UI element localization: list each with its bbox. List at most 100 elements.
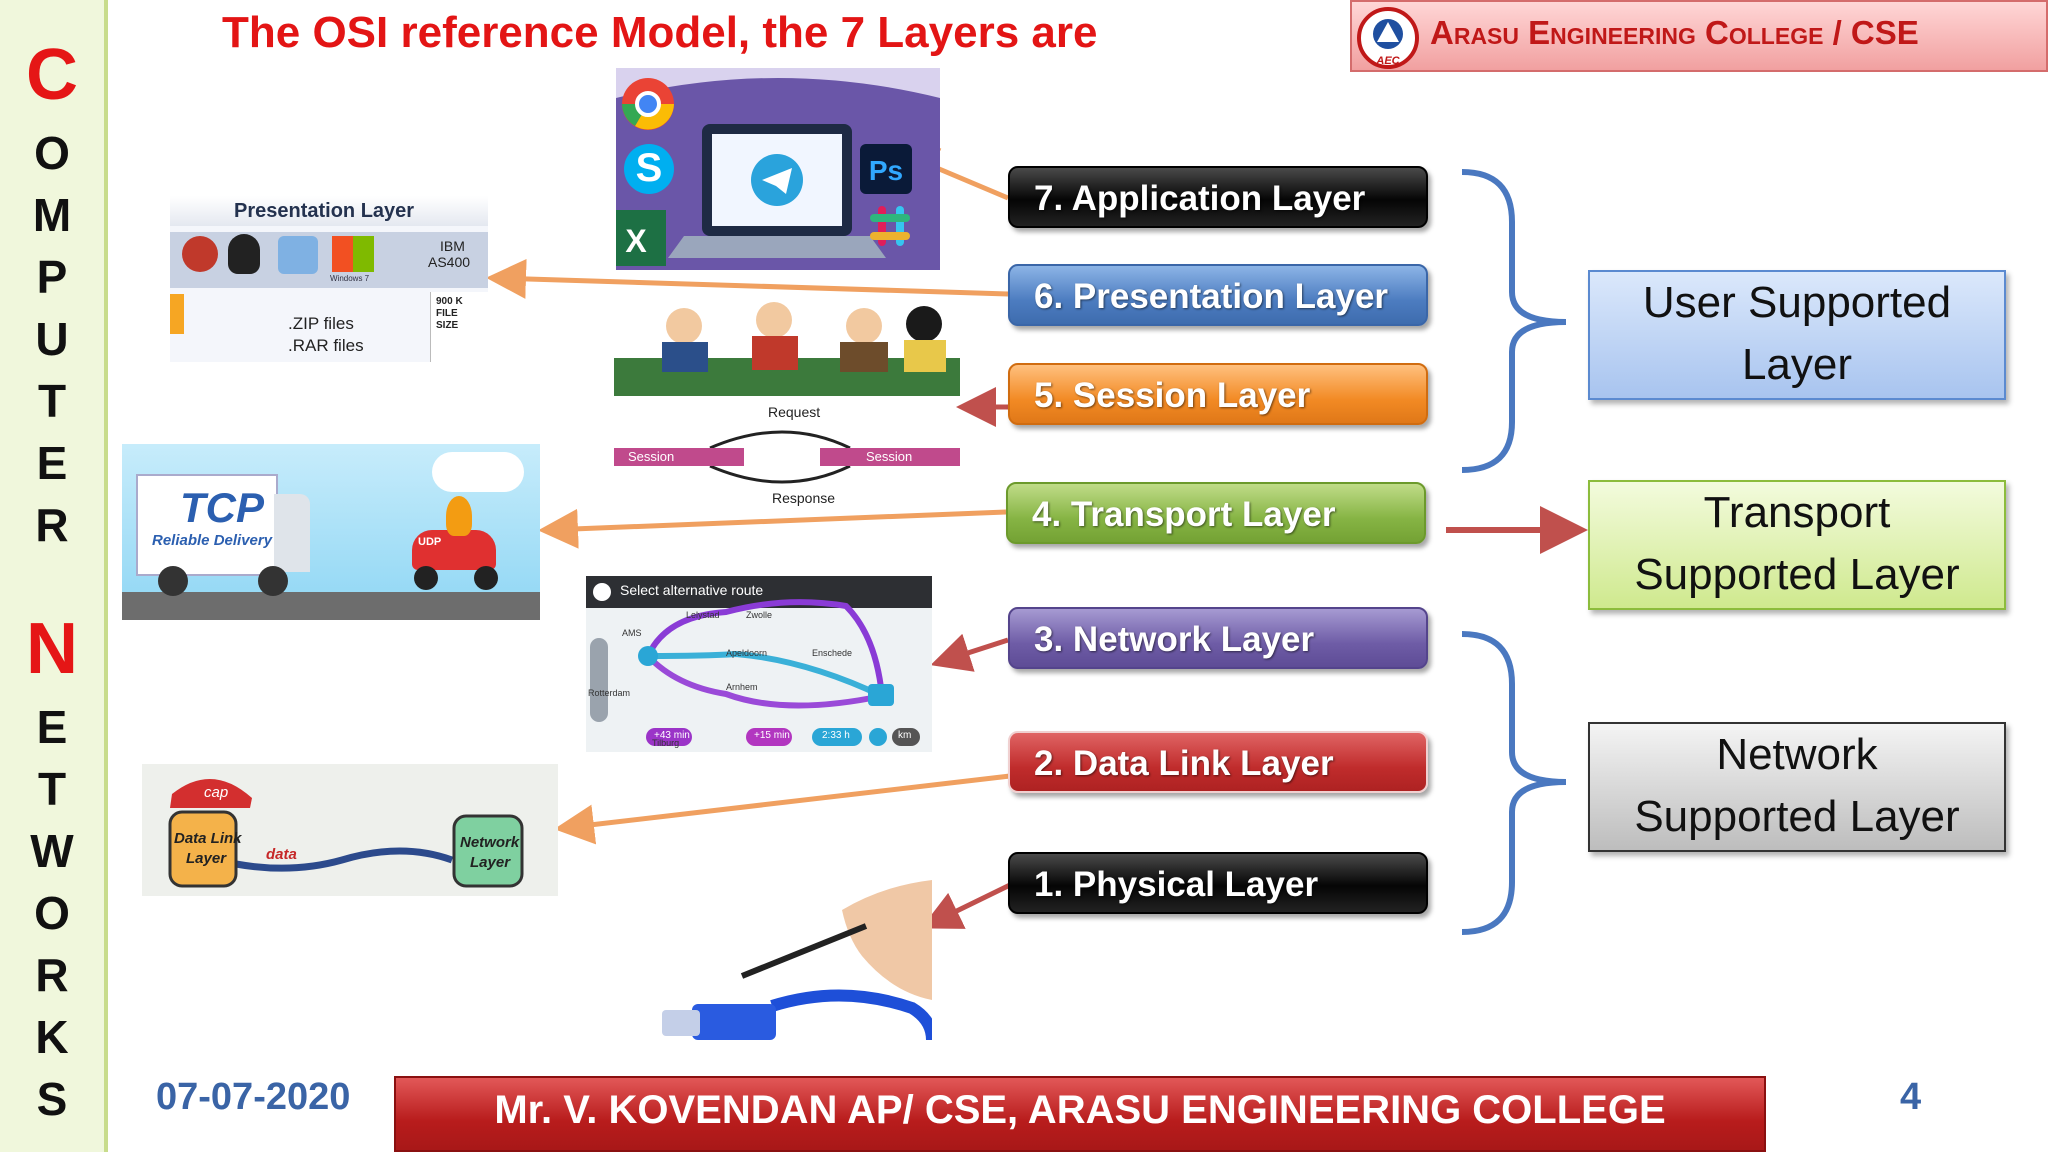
layer-1-physical: 1. Physical Layer — [1008, 852, 1428, 914]
session-request-response-diagram: Request Response Session Session — [614, 404, 960, 510]
destination-icon — [868, 684, 894, 706]
city-label: Lelystad — [686, 610, 720, 620]
slide-date: 07-07-2020 — [156, 1076, 351, 1118]
sidebar-letter: R — [35, 499, 69, 551]
redhat-icon — [182, 236, 218, 272]
city-label: Enschede — [812, 648, 853, 658]
meeting-people-illustration — [614, 302, 960, 396]
page-number: 4 — [1900, 1076, 1922, 1118]
layer-6-presentation: 6. Presentation Layer — [1008, 264, 1428, 326]
hand-icon — [842, 880, 932, 1000]
cap-icon — [170, 778, 252, 808]
group-label: Layer — [1741, 340, 1853, 389]
svg-text:X: X — [625, 223, 647, 259]
city-label: Zwolle — [746, 610, 773, 620]
route-title: Select alternative route — [620, 582, 764, 598]
tcp-label: TCP — [180, 484, 264, 531]
size-label: FILE — [436, 308, 458, 319]
size-label: SIZE — [436, 320, 459, 331]
bracket-user-layers — [1461, 169, 1567, 473]
slide-title: The OSI reference Model, the 7 Layers ar… — [222, 8, 1098, 57]
sidebar-letter: E — [36, 437, 68, 489]
layer-7-application: 7. Application Layer — [1008, 166, 1428, 228]
session-cycle-svg — [614, 430, 960, 484]
request-label: Request — [768, 404, 821, 420]
route-time: 2:33 h — [822, 730, 850, 741]
as400-label: AS400 — [428, 254, 471, 270]
group-label: Supported Layer — [1634, 792, 1960, 841]
transport-delivery-image: TCP Reliable Delivery UDP — [122, 444, 540, 620]
mac-icon — [278, 236, 318, 274]
windows-label: Windows 7 — [330, 274, 370, 283]
scooter-wheel-icon — [474, 566, 498, 590]
sidebar-strip: C O M P U T E R N E T W O R K S — [0, 0, 108, 1152]
route-time: +15 min — [754, 730, 790, 741]
physical-cable-image — [652, 880, 932, 1056]
layer-4-transport: 4. Transport Layer — [1006, 482, 1426, 544]
svg-text:Ps: Ps — [869, 155, 903, 186]
udp-label: UDP — [418, 536, 442, 548]
windows-icon — [332, 236, 374, 272]
transport-supported-layer-box: Transport Supported Layer — [1588, 480, 2006, 610]
session-right-label: Session — [866, 449, 913, 464]
photoshop-icon — [860, 144, 912, 194]
response-label: Response — [772, 490, 836, 506]
sidebar-letter: R — [35, 949, 69, 1001]
excel-icon — [616, 210, 666, 266]
slack-icon — [870, 206, 910, 246]
cable-and-hand-illustration — [662, 880, 932, 1041]
data-label: data — [266, 846, 297, 863]
map-pin-icon — [638, 646, 658, 666]
sidebar-letter: E — [36, 701, 68, 753]
presentation-image-heading: Presentation Layer — [234, 200, 415, 222]
zoom-control — [590, 638, 608, 722]
city-label: AMS — [622, 628, 642, 638]
footer-banner — [394, 1076, 1766, 1152]
scooter-icon — [412, 530, 496, 570]
ibm-label: IBM — [440, 238, 465, 254]
network-route-map-image: Select alternative route Lelystad Zwolle… — [586, 576, 932, 752]
rider-icon — [446, 496, 472, 536]
cloud-icon — [432, 452, 524, 492]
sidebar-letter: P — [36, 251, 68, 303]
college-header — [1350, 0, 2048, 72]
datalink-image: cap Data Link Layer data Network Layer — [142, 764, 558, 896]
sidebar-letter: T — [37, 763, 67, 815]
size-label: 900 K — [436, 296, 463, 307]
footer-author: Mr. V. KOVENDAN AP/ CSE, ARASU ENGINEERI… — [494, 1088, 1666, 1132]
layer-2-datalink: 2. Data Link Layer — [1008, 731, 1428, 793]
sidebar-letter: N — [26, 609, 78, 689]
route-map-svg — [586, 576, 932, 746]
arrow-presentation — [486, 258, 1009, 299]
network-label: Network — [460, 834, 520, 851]
city-label: Rotterdam — [588, 688, 631, 698]
sidebar-letter: M — [32, 189, 72, 241]
arrow-datalink — [554, 773, 1011, 845]
presentation-layer-image: Presentation Layer Windows 7 IBM AS400 .… — [170, 196, 488, 362]
city-label: Apeldoorn — [726, 648, 768, 658]
rar-files-label: .RAR files — [288, 336, 364, 355]
app-icons-illustration: S X Ps — [616, 68, 940, 266]
reliable-delivery-label: Reliable Delivery — [152, 532, 273, 549]
user-supported-layer-box: User Supported Layer — [1588, 270, 2006, 400]
sidebar-letter: O — [34, 127, 70, 179]
bracket-network-layers — [1461, 631, 1567, 935]
layer-5-session: 5. Session Layer — [1008, 363, 1428, 425]
sidebar-letter: O — [34, 887, 70, 939]
group-label: Supported Layer — [1634, 550, 1960, 599]
network-supported-layer-box: Network Supported Layer — [1588, 722, 2006, 852]
route-units: km — [898, 730, 912, 741]
svg-text:S: S — [636, 146, 663, 190]
truck-wheel-icon — [158, 566, 188, 596]
pen-icon — [740, 923, 868, 979]
group-label: Network — [1716, 730, 1878, 779]
group-label: User Supported — [1642, 278, 1952, 327]
cap-label: cap — [204, 784, 229, 801]
sidebar-letter: T — [37, 375, 67, 427]
sidebar-letter: U — [35, 313, 69, 365]
logo-text: AEC — [1375, 55, 1400, 67]
college-name: Arasu Engineering College / CSE — [1430, 14, 1919, 51]
network-label: Layer — [470, 854, 511, 871]
city-label: Tilburg — [652, 738, 680, 748]
route-time: +43 min — [654, 730, 690, 741]
